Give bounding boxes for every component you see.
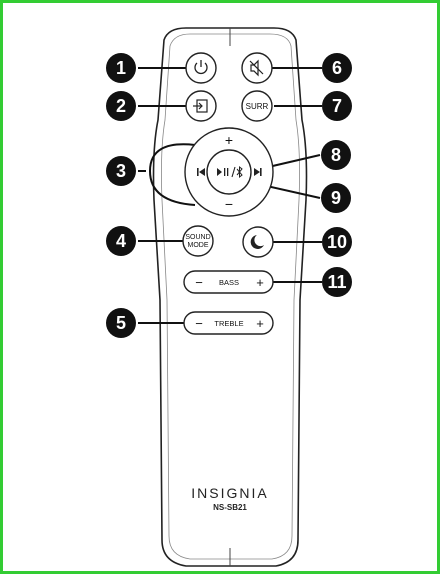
leader-3	[138, 143, 196, 206]
sound-mode-button[interactable]: SOUND MODE	[182, 225, 214, 257]
callout-10: 10	[322, 227, 352, 257]
surround-label: SURR	[246, 102, 269, 111]
callout-4-number: 4	[116, 231, 126, 251]
sound-mode-label-line1: SOUND	[185, 234, 210, 241]
treble-minus-button[interactable]: −	[195, 316, 203, 331]
callout-8-marker	[321, 140, 351, 170]
callout-7-marker	[322, 91, 352, 121]
sound-mode-label-line2: MODE	[188, 242, 209, 249]
night-mode-button-ring	[242, 226, 274, 258]
callout-2-marker	[106, 91, 136, 121]
callout-9: 9	[321, 183, 351, 213]
bass-rocker[interactable]: − BASS +	[183, 270, 274, 294]
power-icon	[194, 60, 208, 75]
callout-9-number: 9	[331, 188, 341, 208]
callout-1: 1	[106, 53, 136, 83]
callout-6-number: 6	[332, 58, 342, 78]
callout-3-number: 3	[116, 161, 126, 181]
callout-10-number: 10	[327, 232, 347, 252]
callout-6: 6	[322, 53, 352, 83]
callout-7-number: 7	[332, 96, 342, 116]
bass-minus-button[interactable]: −	[195, 275, 203, 290]
callout-11-number: 11	[327, 272, 346, 292]
callout-1-number: 1	[116, 58, 126, 78]
input-button[interactable]	[185, 90, 217, 122]
volume-up-button[interactable]: +	[225, 132, 233, 148]
play-pause-bluetooth-icon	[217, 165, 243, 179]
power-button[interactable]	[185, 52, 217, 84]
treble-rocker-outline	[183, 311, 274, 335]
remote-inner-outline	[161, 33, 300, 560]
bass-plus-button[interactable]: +	[256, 275, 264, 290]
callout-4-marker	[106, 226, 136, 256]
callout-10-marker	[322, 227, 352, 257]
moon-icon	[250, 235, 264, 249]
navigation-ring	[184, 127, 274, 217]
mute-icon	[249, 59, 264, 77]
mute-button[interactable]	[241, 52, 273, 84]
callout-6-marker	[322, 53, 352, 83]
callout-5-number: 5	[116, 313, 126, 333]
callout-1-marker	[106, 53, 136, 83]
callout-5: 5	[106, 308, 136, 338]
previous-track-icon	[197, 168, 205, 176]
volume-down-button[interactable]: −	[225, 196, 233, 212]
callout-2-number: 2	[116, 96, 126, 116]
surround-button-ring	[241, 90, 273, 122]
play-pause-bluetooth-button[interactable]	[217, 165, 243, 179]
navigation-ring-inner	[206, 149, 252, 195]
callout-3: 3	[106, 156, 136, 186]
leader-lines	[138, 67, 322, 324]
treble-plus-button[interactable]: +	[256, 316, 264, 331]
treble-rocker[interactable]: − TREBLE +	[183, 311, 274, 335]
callout-7: 7	[322, 91, 352, 121]
next-track-icon	[254, 168, 262, 176]
bass-label: BASS	[219, 278, 239, 287]
callout-8-number: 8	[331, 145, 341, 165]
next-button[interactable]	[254, 168, 262, 176]
night-mode-button[interactable]	[242, 226, 274, 258]
previous-button[interactable]	[197, 168, 205, 176]
sound-mode-button-ring	[182, 225, 214, 257]
callout-11-marker	[322, 267, 352, 297]
model-number: NS-SB21	[213, 503, 247, 512]
callout-8: 8	[321, 140, 351, 170]
brand-logo-text: INSIGNIA	[191, 485, 268, 501]
callout-5-marker	[106, 308, 136, 338]
input-icon	[193, 99, 208, 113]
callout-2: 2	[106, 91, 136, 121]
callout-11: 11	[322, 267, 352, 297]
callout-4: 4	[106, 226, 136, 256]
bass-rocker-outline	[183, 270, 274, 294]
power-button-ring	[185, 52, 217, 84]
surround-button[interactable]: SURR	[241, 90, 273, 122]
treble-label: TREBLE	[214, 319, 243, 328]
leader-8	[263, 154, 321, 169]
callout-9-marker	[321, 183, 351, 213]
callout-3-marker	[106, 156, 136, 186]
